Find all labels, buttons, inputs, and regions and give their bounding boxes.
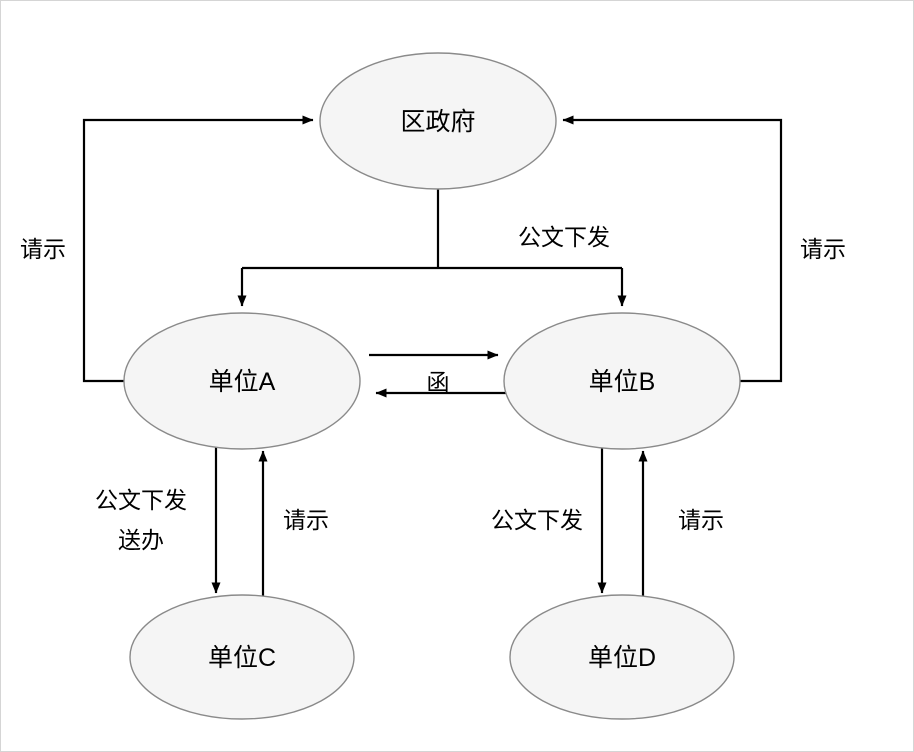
node-unitB-label: 单位B xyxy=(589,368,656,396)
node-unitB[interactable]: 单位B xyxy=(503,312,741,450)
node-gov-label: 区政府 xyxy=(400,108,475,136)
edge-gov-to-units: 公文下发 xyxy=(237,189,627,307)
node-unitA-shape[interactable] xyxy=(123,312,361,450)
edge-label-unitB-to-unitD: 公文下发 xyxy=(491,507,583,533)
node-gov-shape[interactable] xyxy=(319,52,557,190)
edge-label-unitA-to-unitC-line2: 送办 xyxy=(118,527,164,553)
edge-unitA-to-gov-path xyxy=(82,115,314,383)
edge-unitC-to-unitA: 请示 xyxy=(258,450,329,599)
edge-label-unitA-to-gov: 请示 xyxy=(20,236,66,262)
node-unitC-label: 单位C xyxy=(208,644,276,672)
edge-unitB-to-unitD: 公文下发 xyxy=(491,445,607,594)
node-unitD-shape[interactable] xyxy=(509,594,735,720)
edge-label-unitB-to-gov: 请示 xyxy=(800,236,846,262)
node-unitB-shape[interactable] xyxy=(503,312,741,450)
edge-unitA-to-unitC: 公文下发 送办 xyxy=(95,445,221,594)
edge-unitA-to-gov: 请示 xyxy=(20,115,314,383)
edge-unitB-to-gov-path xyxy=(562,115,783,383)
edge-label-han: 函 xyxy=(427,369,450,395)
edge-unitB-to-gov: 请示 xyxy=(562,115,846,383)
edge-label-gov-to-units: 公文下发 xyxy=(518,224,610,250)
edge-label-unitD-to-unitB: 请示 xyxy=(678,507,724,533)
node-unitA[interactable]: 单位A xyxy=(123,312,361,450)
node-unitD[interactable]: 单位D xyxy=(509,594,735,720)
edge-unitD-to-unitB: 请示 xyxy=(638,450,724,599)
node-unitD-label: 单位D xyxy=(588,644,656,672)
node-unitC[interactable]: 单位C xyxy=(129,594,355,720)
edge-label-unitC-to-unitA: 请示 xyxy=(283,507,329,533)
edge-label-unitA-to-unitC-line1: 公文下发 xyxy=(95,487,187,513)
node-unitC-shape[interactable] xyxy=(129,594,355,720)
node-unitA-label: 单位A xyxy=(209,368,276,396)
node-gov[interactable]: 区政府 xyxy=(319,52,557,190)
